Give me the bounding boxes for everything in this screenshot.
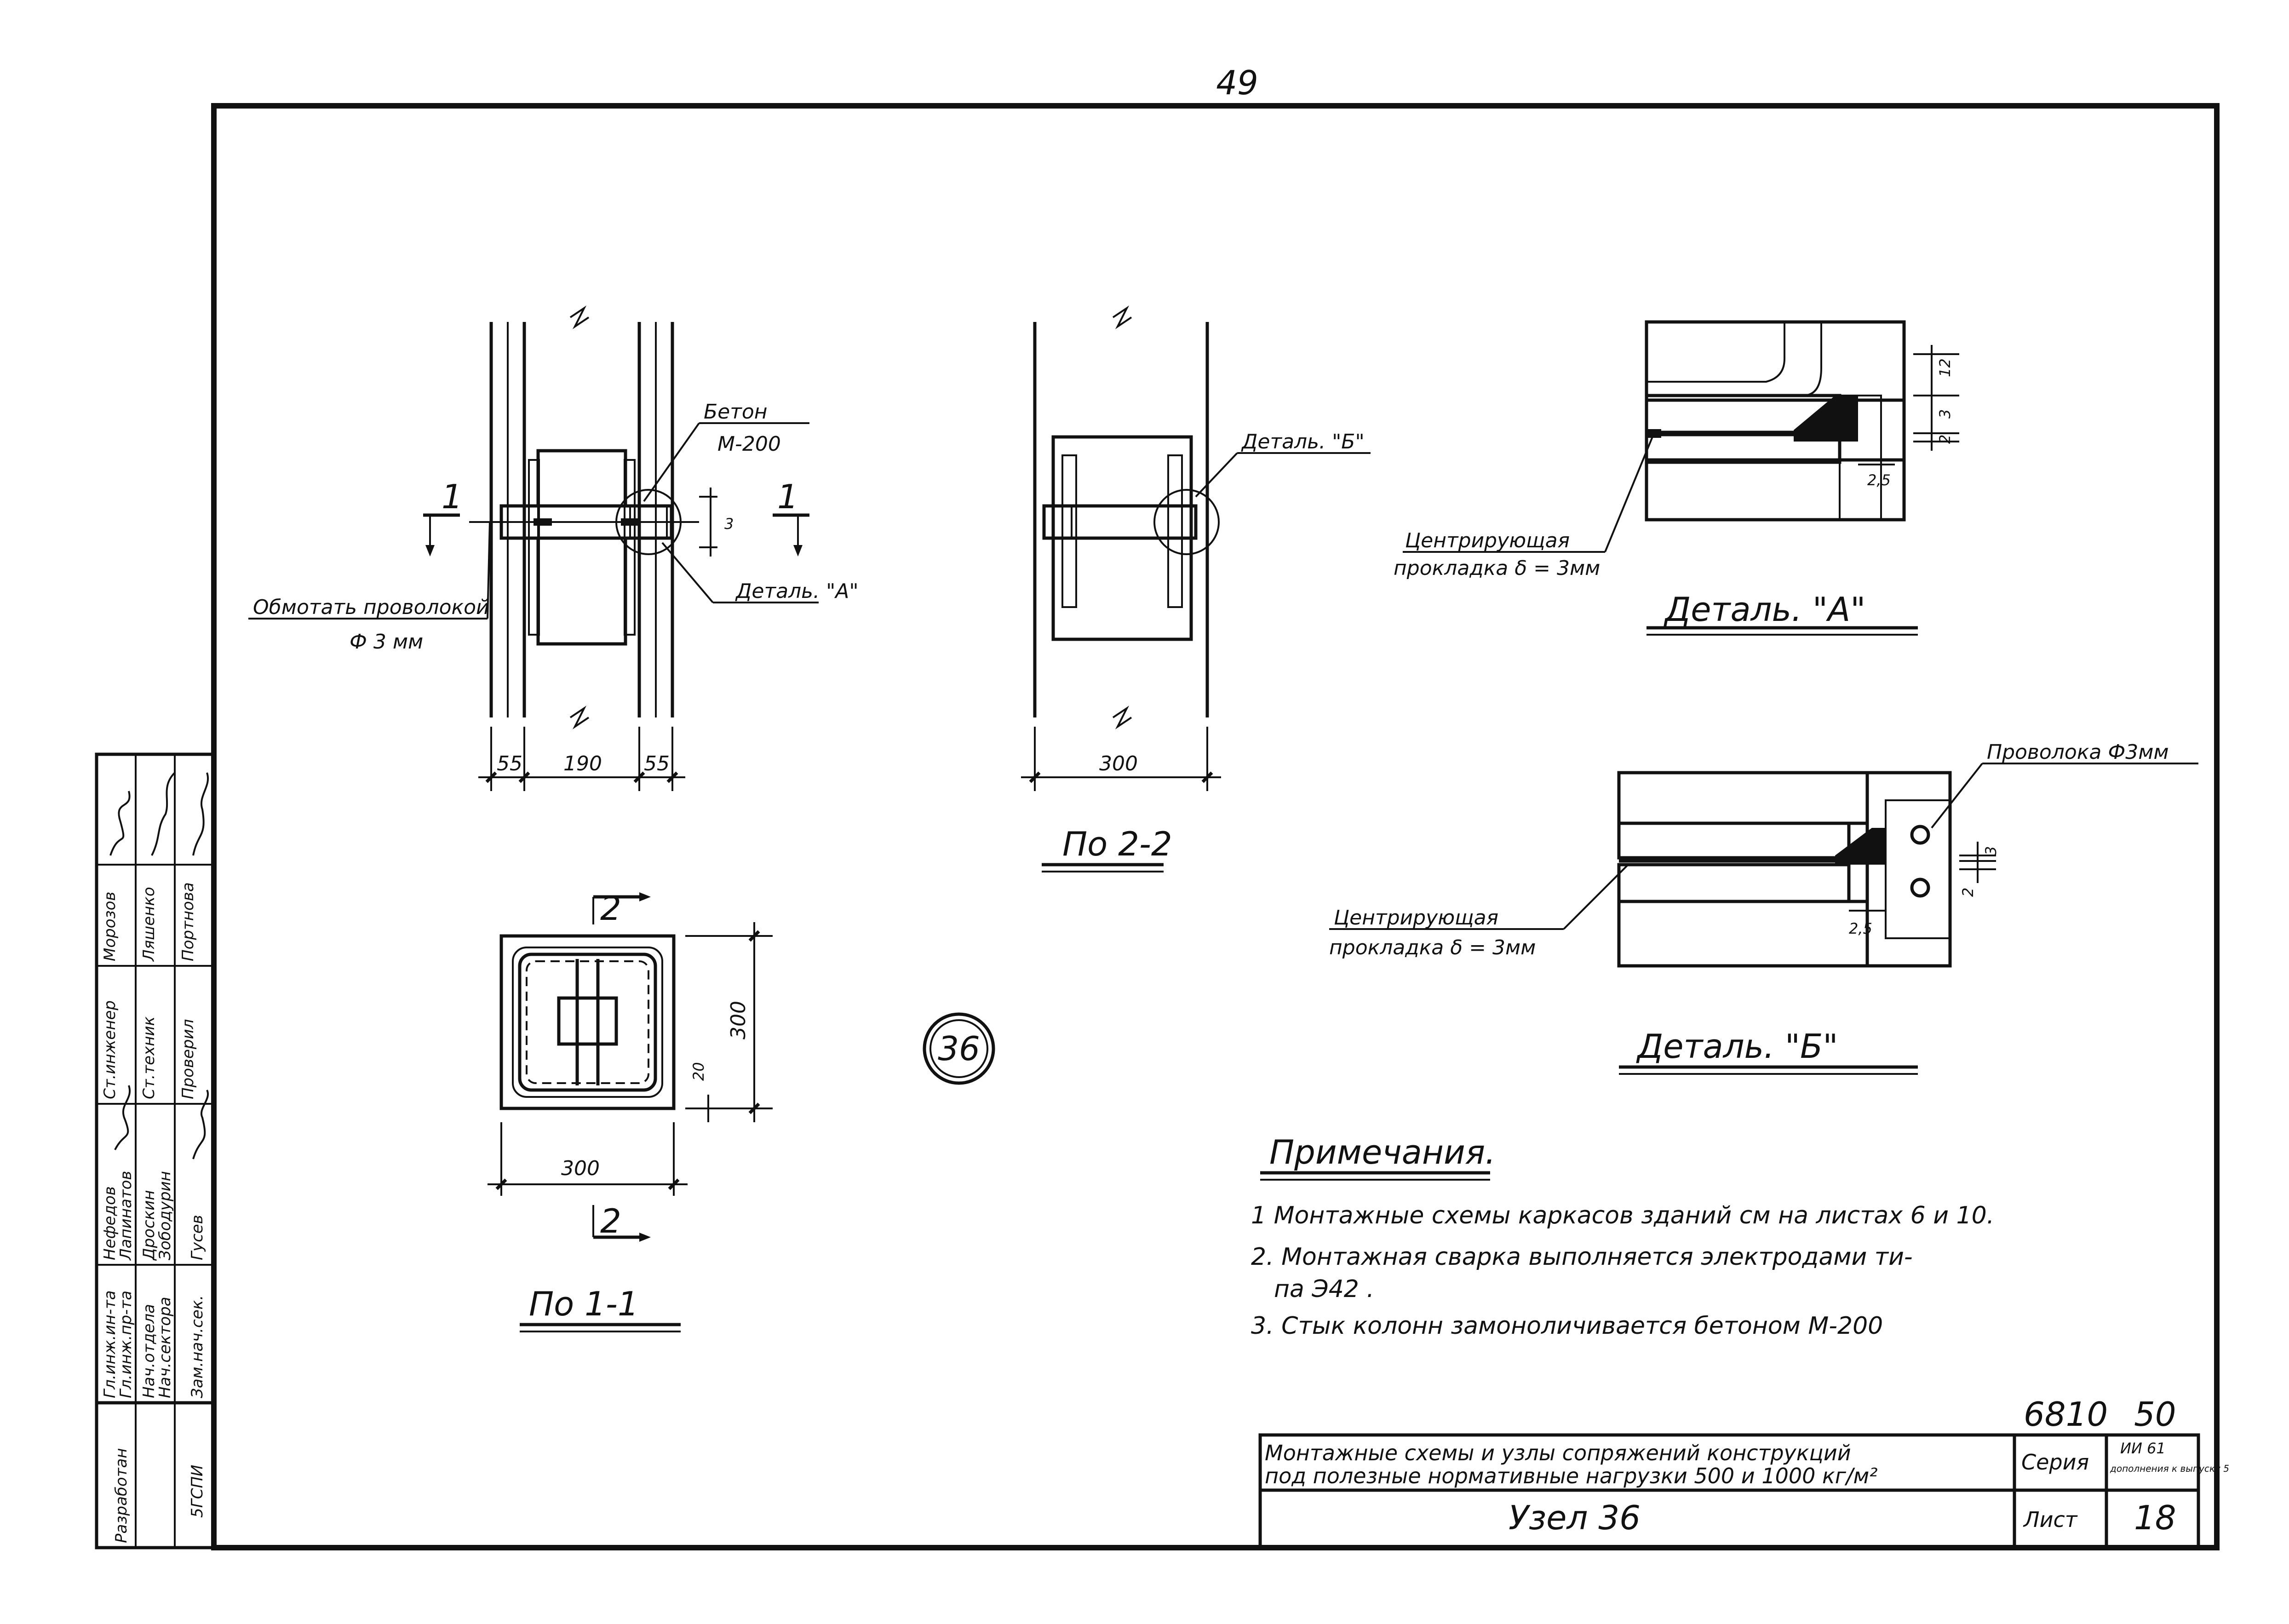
- stamp-name-5: Гусев: [188, 1215, 207, 1260]
- sheet-label: Лист: [2023, 1507, 2078, 1532]
- node-name: Узел 36: [1509, 1498, 1641, 1537]
- detail-b: 3 2 2,5 Проволока Ф3мм Центрирующая прок…: [1329, 740, 2198, 1075]
- stamp-role-3: Нач.отдела: [140, 1304, 158, 1398]
- stamp-name-7: Ляшенко: [140, 887, 158, 962]
- detail-a-pad-label: Центрирующая: [1405, 529, 1570, 552]
- section-1-1-width-dim: 300: [561, 1157, 600, 1180]
- note-2: 2. Монтажная сварка выполняется электрод…: [1251, 1243, 1913, 1271]
- stamp-name-3: Дроскин: [140, 1190, 158, 1261]
- signature-1: [109, 791, 131, 856]
- section-mark-2-top: 2: [600, 889, 621, 928]
- detail-b-title: Деталь. "Б": [1636, 1027, 1838, 1066]
- stamp-name-2: Лапинатов: [117, 1171, 135, 1261]
- section-2-2-dim: 300: [1099, 752, 1138, 775]
- view-column-joint: 3 Бетон М-200 Деталь. "А" Обмотать прово…: [248, 305, 859, 791]
- doc-number: 6810: [2024, 1395, 2108, 1434]
- detail-b-wire-label: Проволока Ф3мм: [1987, 740, 2169, 764]
- stamp-role-1: Гл.инж.ин-та: [101, 1291, 119, 1398]
- stamp-role-5: Зам.нач.сек.: [188, 1295, 207, 1398]
- detail-a-pad-label-2: прокладка δ = 3мм: [1394, 557, 1600, 580]
- sheet-number: 18: [2134, 1498, 2176, 1537]
- detail-b-dim-25: 2,5: [1849, 920, 1872, 937]
- dim-left: 55: [497, 752, 522, 775]
- page-number: 49: [1216, 63, 1258, 102]
- detail-a-dim-25: 2,5: [1867, 471, 1891, 489]
- beton-grade-label: М-200: [717, 432, 781, 456]
- title-line-1: Монтажные схемы и узлы сопряжений констр…: [1265, 1440, 1851, 1465]
- stamp-role-2: Гл.инж.пр-та: [117, 1291, 135, 1398]
- stamp-name-6: Морозов: [101, 892, 119, 961]
- notes-block: Примечания. 1 Монтажные схемы каркасов з…: [1251, 1133, 1994, 1340]
- stamp-name-1: Нефедов: [101, 1186, 119, 1260]
- stamp-role-7: Ст.техник: [140, 1016, 158, 1099]
- joint-dim-label: 3: [724, 515, 734, 533]
- wrap-diameter-label: Ф 3 мм: [350, 630, 423, 654]
- section-1-1-caption: По 1-1: [529, 1285, 639, 1323]
- signature-5: [192, 1090, 209, 1159]
- detail-a-title: Деталь. "А": [1664, 590, 1865, 629]
- stamp-role-4: Нач.сектора: [156, 1297, 174, 1398]
- view-section-2-2: Деталь. "Б" 300 По 2-2: [1021, 305, 1371, 872]
- stamp-role-8: Проверил: [179, 1019, 197, 1099]
- stamp-name-8: Портнова: [179, 882, 197, 961]
- view-section-1-1: 2 2 300 300 20 По 1-1: [488, 889, 773, 1332]
- dim-right: 55: [644, 752, 670, 775]
- section-1-1-height-dim: 300: [727, 1001, 750, 1039]
- section-2-2-caption: По 2-2: [1062, 825, 1172, 863]
- section-mark-2-bottom: 2: [600, 1202, 621, 1240]
- series-note: дополнения к выпуску 5: [2110, 1463, 2229, 1474]
- side-stamp: Разработан 5ГСПИ Гл.инж.ин-та Гл.инж.пр-…: [95, 752, 216, 1549]
- detail-b-dim-2: 2: [1959, 888, 1977, 897]
- title-line-2: под полезные нормативные нагрузки 500 и …: [1265, 1463, 1878, 1488]
- stamp-org: Разработан: [112, 1448, 131, 1543]
- detail-b-pad-label: Центрирующая: [1334, 906, 1498, 930]
- detail-b-dim-3: 3: [1982, 846, 2000, 855]
- note-2-cont: па Э42 .: [1274, 1275, 1374, 1303]
- stamp-org-2: 5ГСПИ: [188, 1465, 207, 1518]
- detail-a-ref: Деталь. "А": [735, 580, 859, 603]
- node-badge: 36: [923, 1012, 995, 1085]
- detail-a: 12 3 2 2,5 Центрирующая прокладка δ = 3м…: [1394, 320, 1959, 636]
- section-1-1-small-dim: 20: [690, 1062, 707, 1081]
- signature-2: [151, 772, 176, 856]
- detail-b-ref: Деталь. "Б": [1241, 430, 1365, 453]
- detail-a-dim-2: 2: [1936, 435, 1954, 444]
- beton-label: Бетон: [704, 400, 768, 424]
- note-1: 1 Монтажные схемы каркасов зданий см на …: [1251, 1202, 1994, 1229]
- detail-a-dim-3: 3: [1936, 409, 1954, 419]
- detail-a-dim-12: 12: [1936, 358, 1954, 377]
- series-label: Серия: [2021, 1450, 2089, 1475]
- wrap-wire-label: Обмотать проволокой: [253, 596, 489, 619]
- notes-heading: Примечания.: [1269, 1133, 1496, 1171]
- signature-4: [114, 1085, 131, 1150]
- signature-3: [192, 772, 209, 856]
- doc-number-2: 50: [2134, 1395, 2176, 1434]
- section-mark-1-right: 1: [777, 477, 798, 516]
- detail-b-pad-label-2: прокладка δ = 3мм: [1329, 936, 1536, 959]
- node-badge-number: 36: [938, 1029, 980, 1068]
- note-3: 3. Стык колонн замоноличивается бетоном …: [1251, 1312, 1883, 1340]
- title-block: 6810 50 Монтажные схемы и узлы сопряжени…: [1258, 1395, 2229, 1549]
- stamp-name-4: Зободурин: [156, 1171, 174, 1260]
- stamp-role-6: Ст.инженер: [101, 1000, 119, 1099]
- section-mark-1-left: 1: [442, 477, 463, 516]
- series-value: ИИ 61: [2120, 1440, 2166, 1457]
- dim-middle: 190: [563, 752, 602, 775]
